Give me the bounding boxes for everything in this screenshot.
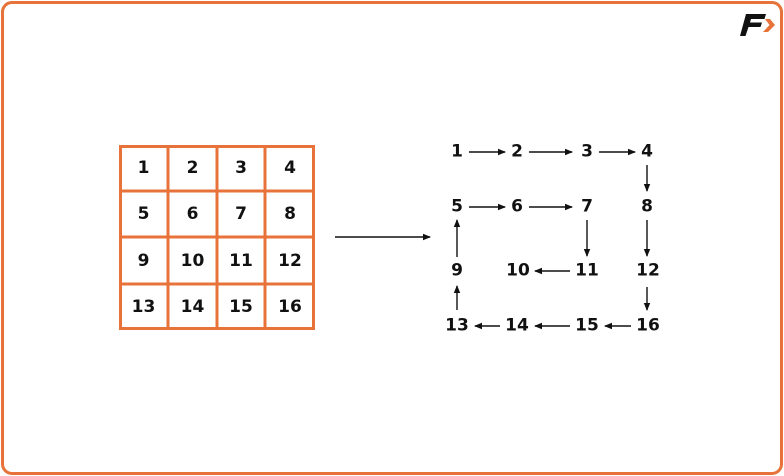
spiral-node: 14: [505, 315, 529, 336]
spiral-node: 5: [451, 196, 463, 217]
matrix-cell: 8: [284, 204, 296, 224]
matrix-cell: 4: [284, 158, 296, 178]
spiral-node: 4: [641, 141, 653, 162]
spiral-node: 13: [445, 315, 469, 336]
matrix-cell: 2: [186, 158, 199, 178]
matrix-cell: 14: [180, 297, 205, 317]
spiral-node: 11: [575, 260, 599, 281]
spiral-node: 1: [451, 141, 463, 162]
matrix-cell: 6: [186, 204, 199, 224]
matrix-cell: 10: [180, 250, 205, 271]
spiral-node: 15: [575, 315, 599, 336]
f-chevron-logo-icon: [740, 14, 775, 36]
spiral-node: 10: [506, 260, 530, 281]
matrix-cell: 9: [137, 250, 150, 271]
matrix-cell: 11: [229, 250, 253, 271]
grid-lines: [119, 145, 315, 330]
spiral-node: 16: [636, 315, 660, 336]
matrix-cell: 15: [229, 297, 253, 317]
spiral-node: 12: [636, 260, 660, 281]
matrix-cell: 12: [278, 250, 302, 271]
spiral-node: 6: [511, 196, 523, 217]
matrix-cell: 3: [235, 158, 247, 178]
matrix-cell: 1: [137, 158, 150, 178]
matrix-cell: 13: [131, 297, 156, 317]
spiral-node: 3: [581, 141, 593, 162]
spiral-node: 2: [511, 141, 523, 162]
matrix-cell: 5: [137, 204, 150, 224]
spiral-node: 8: [641, 196, 653, 217]
spiral-node: 9: [451, 260, 463, 281]
matrix-cell: 7: [235, 204, 247, 224]
spiral-node: 7: [581, 196, 593, 217]
matrix-cell: 16: [278, 297, 302, 317]
